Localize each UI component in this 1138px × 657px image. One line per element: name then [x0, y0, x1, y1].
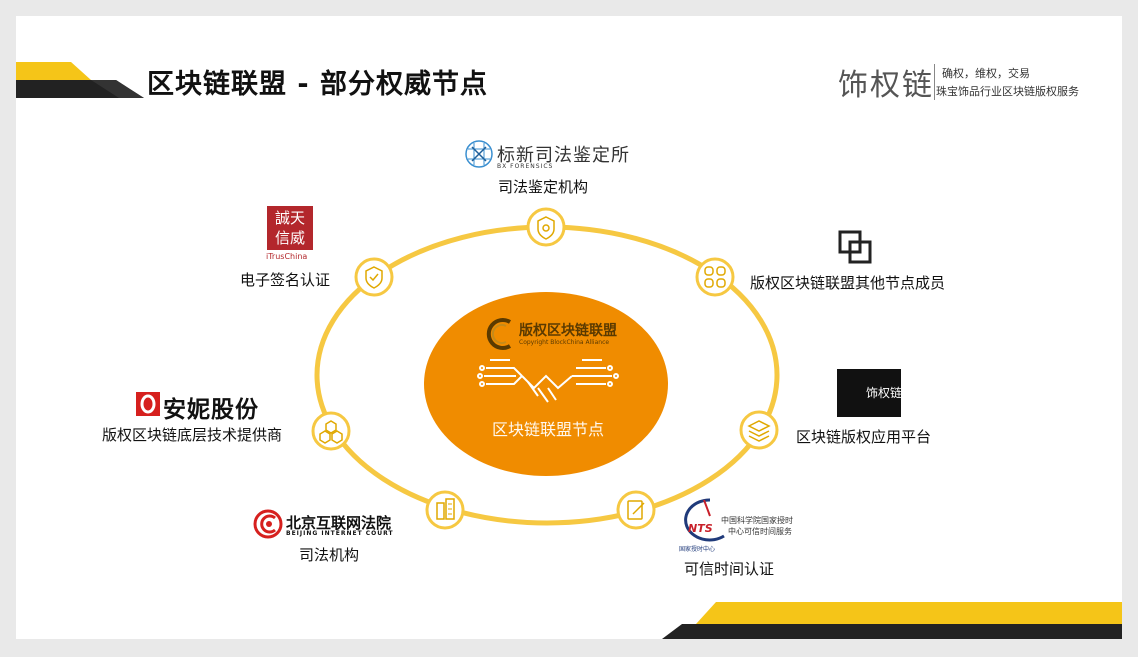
brand-name: 饰权链 [838, 68, 934, 103]
node-label-judicial-appraisal: 司法鉴定机构 [498, 178, 589, 196]
node-icon-judicial [425, 490, 465, 530]
node-label-tech-provider: 版权区块链底层技术提供商 [102, 426, 283, 444]
brand-tagline-2: 珠宝饰品行业区块链版权服务 [936, 85, 1079, 98]
svg-text:NTS: NTS [688, 522, 713, 535]
center-title: 版权区块链联盟 [519, 323, 617, 339]
node-label-app-platform: 区块链版权应用平台 [796, 428, 932, 446]
itrus-logo-sub: iTrusChina [266, 252, 308, 261]
node-label-trusted-time: 可信时间认证 [684, 560, 775, 578]
center-circle [424, 292, 668, 476]
bx-forensics-logo-name: 标新司法鉴定所 [497, 145, 630, 166]
center-subtitle: Copyright BlockChina Alliance [519, 339, 610, 346]
bx-forensics-logo-icon [465, 140, 493, 168]
node-icon-judicial-appraisal [526, 207, 566, 247]
alliance-logo-icon [486, 318, 512, 350]
alliance-members-logo-icon [838, 230, 872, 264]
node-icon-app-platform [739, 410, 779, 450]
beijing-court-logo-name: 北京互联网法院 [286, 514, 392, 532]
center-label: 区块链联盟节点 [491, 420, 604, 439]
shiquanlian-logo-name: 饰权链 [866, 386, 903, 400]
node-icon-alliance-members [695, 257, 735, 297]
anni-logo-icon [136, 392, 160, 416]
nts-logo-text-2: 中心可信时间服务 [728, 527, 792, 536]
brand-tagline-1: 确权，维权，交易 [942, 67, 1030, 80]
beijing-court-logo-icon [253, 509, 283, 539]
node-label-judicial: 司法机构 [299, 546, 360, 564]
brand-divider [934, 64, 935, 100]
itrus-logo-box: 誠天信威 [267, 206, 313, 250]
bx-forensics-logo-sub: BX FORENSICS [497, 163, 554, 170]
node-icon-tech-provider [311, 411, 351, 451]
nts-logo-text-1: 中国科学院国家授时 [721, 516, 793, 525]
slide: 区块链联盟 - 部分权威节点 饰权链 确权，维权，交易 珠宝饰品行业区块链版权服… [16, 16, 1122, 639]
node-label-alliance-members: 版权区块链联盟其他节点成员 [750, 274, 946, 292]
anni-logo-name: 安妮股份 [163, 397, 259, 423]
nts-logo-sub: 国家授时中心 [679, 546, 716, 553]
handshake-circuit-icon [477, 359, 619, 403]
node-label-e-signature: 电子签名认证 [240, 271, 331, 289]
footer-accent-bar [662, 602, 1122, 639]
beijing-court-logo-sub: BEIJING INTERNET COURT [286, 530, 394, 537]
shiquanlian-logo-box [837, 369, 901, 417]
nts-logo-icon: NTS [684, 498, 725, 542]
node-icon-e-signature [354, 257, 394, 297]
page-title: 区块链联盟 - 部分权威节点 [147, 69, 489, 100]
header-accent-bar [16, 62, 144, 98]
alliance-diagram: NTS [136, 140, 1122, 639]
node-icon-trusted-time [616, 490, 656, 530]
